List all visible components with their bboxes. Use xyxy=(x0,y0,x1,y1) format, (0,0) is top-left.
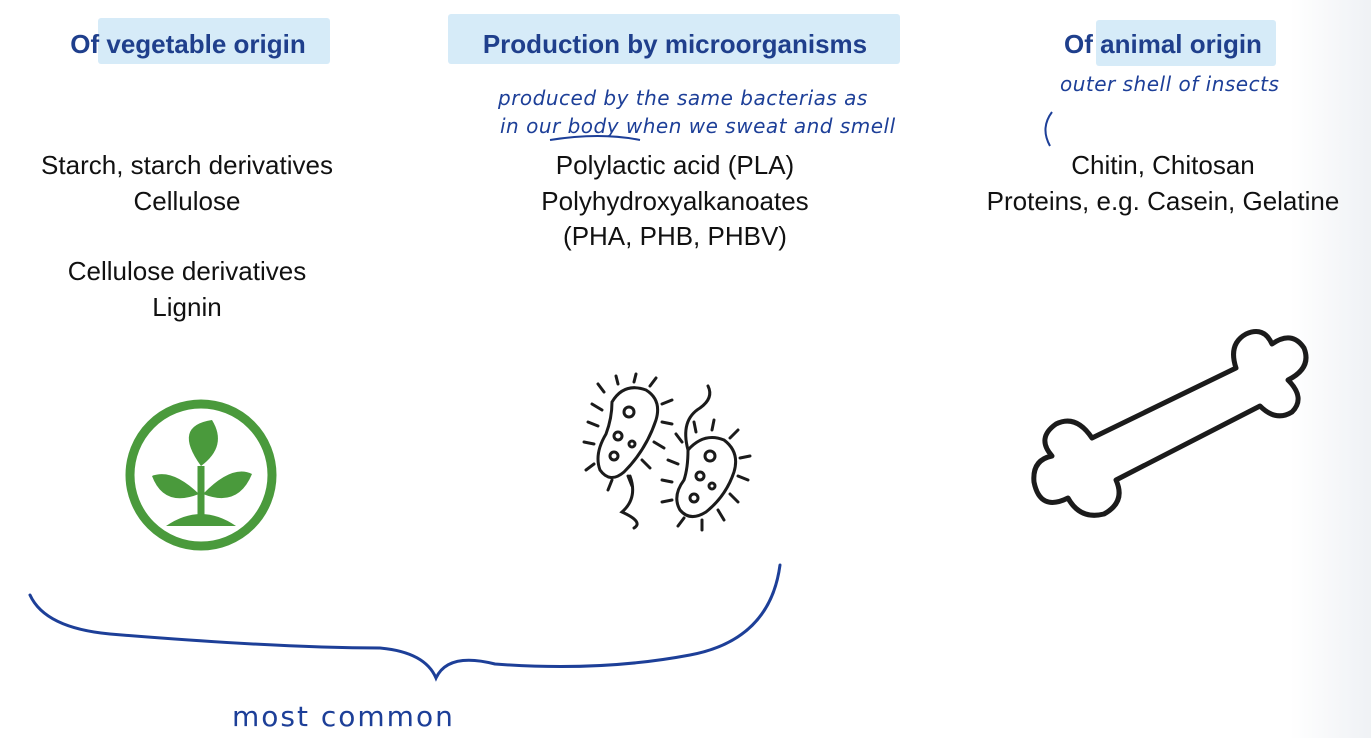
list-item: Lignin xyxy=(152,291,222,322)
title-highlight-microorganisms xyxy=(448,14,900,64)
annotation-brace: most common xyxy=(232,700,455,733)
list-item: Polyhydroxyalkanoates xyxy=(541,185,809,216)
annotation-microorganisms-line1: produced by the same bacterias as xyxy=(498,86,868,110)
brace-most-common xyxy=(28,563,782,682)
title-highlight-animal xyxy=(1096,20,1276,66)
bacteria-icon xyxy=(582,372,752,532)
list-item: (PHA, PHB, PHBV) xyxy=(563,221,787,251)
list-item: Polylactic acid (PLA) xyxy=(555,150,795,180)
title-highlight-vegetable xyxy=(98,18,330,64)
item-list-vegetable: Starch, starch derivatives Cellulose Cel… xyxy=(12,148,362,325)
column-title-microorganisms: Production by microorganisms xyxy=(482,29,868,59)
paren-animal xyxy=(1044,111,1053,147)
column-title-animal: Of animal origin xyxy=(1064,29,1262,59)
item-list-animal: Chitin, Chitosan Proteins, e.g. Casein, … xyxy=(958,148,1368,219)
item-list-microorganisms: Polylactic acid (PLA) Polyhydroxyalkanoa… xyxy=(500,148,850,255)
list-item: Starch, starch derivatives xyxy=(41,150,333,180)
bone-icon xyxy=(1031,329,1309,518)
column-title-vegetable: Of vegetable origin xyxy=(70,29,306,59)
list-item: Cellulose derivatives xyxy=(67,256,307,286)
list-gap xyxy=(12,219,362,254)
annotation-microorganisms-line2: in our body when we sweat and smell xyxy=(500,114,896,138)
underline-our-body xyxy=(549,135,641,141)
list-item: Cellulose xyxy=(133,185,241,216)
list-item: Proteins, e.g. Casein, Gelatine xyxy=(986,185,1340,216)
list-item: Chitin, Chitosan xyxy=(1071,150,1255,180)
plant-seedling-icon xyxy=(125,399,277,551)
annotation-animal: outer shell of insects xyxy=(1060,72,1280,96)
